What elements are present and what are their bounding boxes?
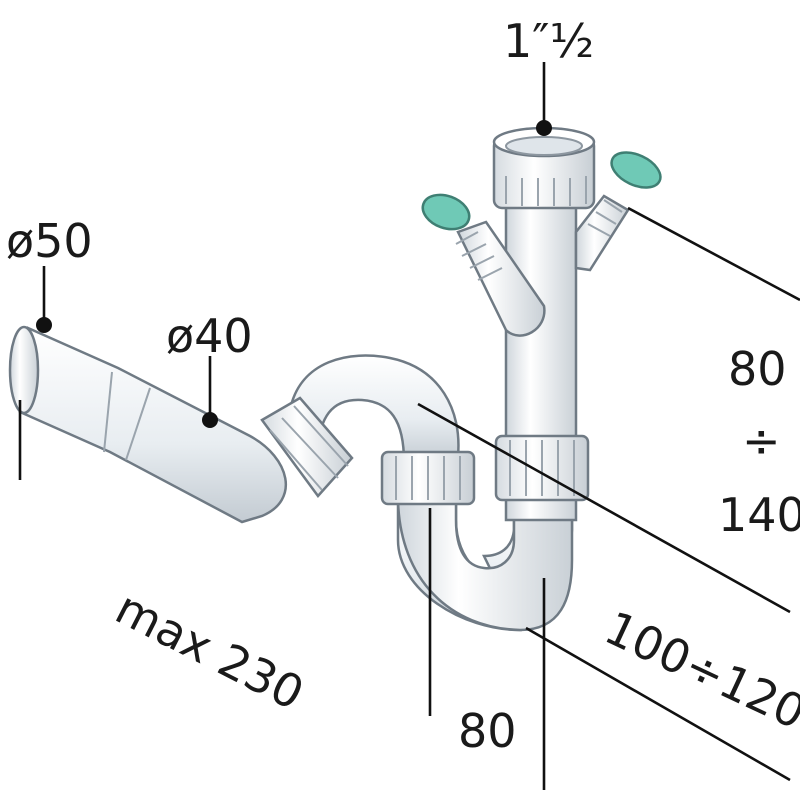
outlet-diameter-label: ø50 (6, 214, 93, 268)
pipe-diameter-label: ø40 (166, 309, 253, 363)
dimension-lines (18, 62, 800, 790)
height-range-bottom: 140 (718, 488, 800, 542)
height-range-top: 80 (728, 342, 787, 396)
top-thread-label: 1″½ (503, 14, 595, 68)
s-bend-upper (260, 354, 460, 498)
right-inlet-cap (610, 151, 662, 189)
siphon-body (421, 126, 662, 522)
trap-depth-label: 80 (458, 704, 517, 758)
u-trap (380, 450, 574, 632)
outlet-pipe (8, 325, 288, 524)
left-inlet-cap (421, 193, 471, 231)
height-range-divider: ÷ (742, 414, 781, 468)
